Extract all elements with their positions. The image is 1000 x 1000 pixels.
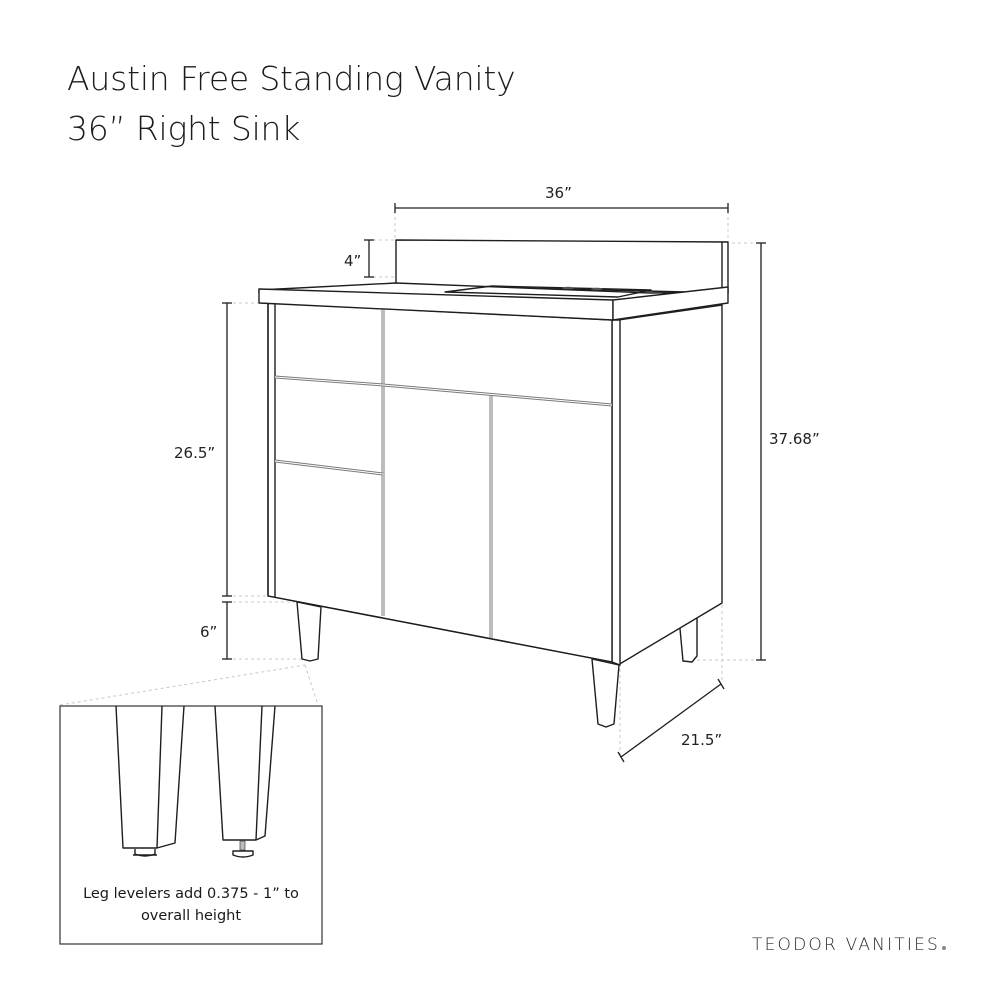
width-dimension-line xyxy=(394,203,729,213)
dimension-guides xyxy=(59,205,765,758)
product-subtitle: 36” Right Sink xyxy=(67,109,301,148)
side-panel xyxy=(617,304,723,666)
inset-caption-line2: overall height xyxy=(141,908,241,924)
brand-logo: TEODOR VANITIES xyxy=(752,935,947,955)
depth-label: 21.5” xyxy=(681,731,722,749)
inset-caption-line1: Leg levelers add 0.375 - 1” to xyxy=(83,886,299,902)
leg-height-dimension-line xyxy=(222,601,232,660)
overall-height-label: 37.68” xyxy=(769,430,820,448)
product-title: Austin Free Standing Vanity xyxy=(67,59,516,98)
front-left-leg xyxy=(296,601,322,662)
cabinet-height-dimension-line xyxy=(222,302,232,597)
countertop-side xyxy=(612,286,729,321)
right-stile xyxy=(611,319,621,666)
backsplash-dimension-line xyxy=(364,239,374,278)
leg-leveler-inset: Leg levelers add 0.375 - 1” to overall h… xyxy=(59,705,323,945)
leg-height-label: 6” xyxy=(200,623,217,641)
drawer-and-door-gaps xyxy=(274,308,613,639)
sink-icon xyxy=(444,285,652,298)
backsplash-height-label: 4” xyxy=(344,252,361,270)
leg-leveler-extended-icon xyxy=(214,705,276,858)
leg-leveler-retracted-icon xyxy=(115,705,185,857)
cabinet-height-label: 26.5” xyxy=(174,444,215,462)
brand-name: TEODOR VANITIES xyxy=(752,935,941,955)
front-right-leg xyxy=(591,658,620,728)
vanity-illustration xyxy=(258,239,729,728)
width-label: 36” xyxy=(545,184,572,202)
depth-dimension-line xyxy=(617,678,725,763)
overall-height-dimension-line xyxy=(756,242,766,661)
brand-dot-icon xyxy=(942,946,947,950)
